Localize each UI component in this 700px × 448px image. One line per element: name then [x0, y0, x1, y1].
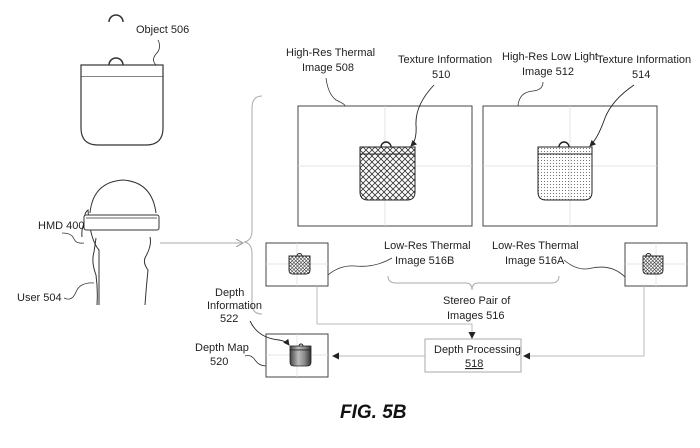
object-506: [80, 14, 164, 146]
high-res-thermal-label-line2: Image 508: [302, 62, 354, 74]
object-body: [80, 77, 164, 146]
object-leader: [153, 39, 160, 66]
depth-information-shape: [289, 349, 312, 367]
high-res-low-light-leader: [517, 81, 544, 107]
low-res-516b-label-line1: Low-Res Thermal: [384, 240, 471, 252]
texture-514-label-line1: Texture Information: [597, 54, 691, 66]
high-res-low-light-label-line2: Image 512: [522, 66, 574, 78]
stereo-pair-label-line1: Stereo Pair of: [443, 295, 511, 307]
depth-processing-number: 518: [465, 358, 483, 370]
figure-caption: FIG. 5B: [340, 402, 407, 423]
hmd-band: [83, 214, 160, 231]
depth-info-label-line1: Depth: [215, 287, 244, 299]
low-res-516a-label-line2: Image 516A: [505, 255, 565, 267]
high-res-thermal-leader: [325, 77, 346, 107]
depth-map-leader: [244, 355, 267, 367]
depth-processing-518: Depth Processing 518: [424, 338, 522, 373]
depth-processing-label: Depth Processing: [434, 344, 521, 356]
hmd-dome: [89, 179, 157, 214]
516a-to-depth-processing-connector: [523, 286, 645, 360]
high-res-thermal-label-line1: High-Res Thermal: [286, 47, 375, 59]
516b-to-depth-processing-connector: [316, 286, 476, 339]
high-res-low-light-label-line1: High-Res Low Light: [502, 51, 598, 63]
stereo-pair-label-line2: Images 516: [447, 310, 504, 322]
low-res-516b-leader: [327, 257, 393, 276]
low-res-thermal-image-516b: [265, 242, 329, 287]
low-res-516a-label-line1: Low-Res Thermal: [492, 240, 579, 252]
texture-514-label-line2: 514: [632, 69, 650, 81]
depth-map-label-line1: Depth Map: [195, 342, 249, 354]
high-res-low-light-image-512: [482, 105, 658, 227]
group-bracket: [243, 95, 263, 315]
thermal-object-texture: [359, 153, 416, 201]
user-leader: [63, 282, 95, 300]
low-light-object-texture: [537, 153, 593, 201]
object-lid: [80, 64, 164, 78]
texture-510-label-line1: Texture Information: [398, 54, 492, 66]
depth-info-label-line3: 522: [220, 313, 238, 325]
stereo-pair-brace: [387, 275, 560, 291]
texture-510-leader: [410, 84, 435, 147]
depth-map-520: [265, 333, 329, 378]
low-res-thermal-image-516a: [624, 242, 688, 287]
object-handle: [108, 14, 124, 23]
depth-map-label-line2: 520: [210, 356, 228, 368]
depth-info-leader: [249, 320, 290, 346]
low-res-516b-label-line2: Image 516B: [395, 255, 454, 267]
user-label: User 504: [17, 292, 62, 304]
low-res-516a-leader: [563, 259, 626, 278]
texture-514-leader: [589, 84, 635, 147]
depth-info-label-line2: Information: [207, 300, 262, 312]
user-head: [81, 179, 160, 306]
hmd-label: HMD 400: [38, 220, 84, 232]
texture-510-label-line2: 510: [432, 69, 450, 81]
object-label: Object 506: [136, 24, 189, 36]
high-res-thermal-image-508: [297, 105, 473, 227]
object-handle: [108, 57, 124, 66]
hmd-leader: [61, 232, 85, 244]
